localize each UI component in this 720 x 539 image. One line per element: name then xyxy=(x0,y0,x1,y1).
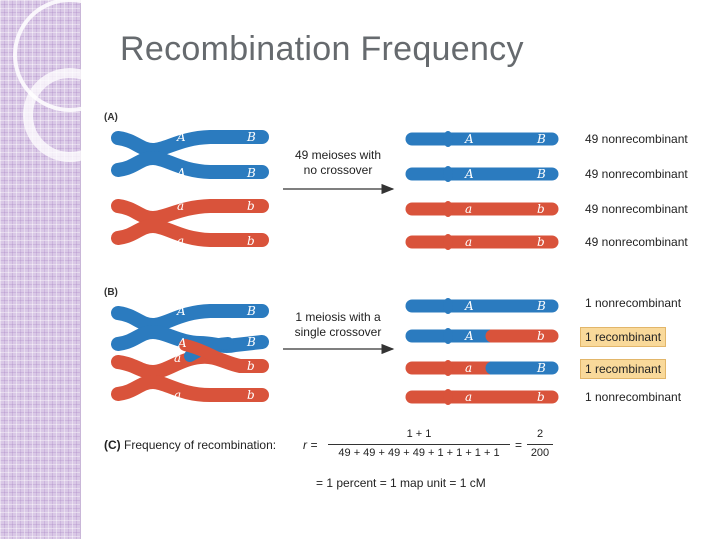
allele-B-b-top: B xyxy=(246,304,256,318)
product-b4-left: a xyxy=(465,390,472,404)
panel-c-label: (C) xyxy=(104,438,121,452)
outcome-label-a2: 49 nonrecombinant xyxy=(585,167,688,181)
formula-simplified-bar xyxy=(527,444,553,445)
formula-variable: r = xyxy=(303,438,318,452)
allele-b-b-bottom: b xyxy=(247,388,255,402)
product-b2-right: b xyxy=(537,329,545,343)
allele-A-top: A xyxy=(176,130,186,144)
panel-a-red-parental: a b a b xyxy=(111,199,269,248)
outcome-label-b3-recombinant: 1 recombinant xyxy=(580,359,667,379)
allele-b-bottom: b xyxy=(247,234,255,248)
allele-A-bottom: A xyxy=(176,166,186,180)
allele-b-b-top: b xyxy=(247,359,255,373)
formula-fraction-bar xyxy=(328,444,510,445)
product-a2-left: A xyxy=(464,167,474,181)
allele-a-b-top: a xyxy=(174,351,181,365)
product-a2-right: B xyxy=(536,167,546,181)
panel-b-label: (B) xyxy=(104,287,118,298)
outcome-label-b2-recombinant: 1 recombinant xyxy=(580,327,667,347)
product-b3-right: B xyxy=(536,361,546,375)
formula-simplified-denominator: 200 xyxy=(530,447,550,459)
product-a4-right: b xyxy=(537,235,545,249)
outcome-label-b1: 1 nonrecombinant xyxy=(585,296,682,310)
product-b2-left: A xyxy=(464,329,474,343)
product-b3-left: a xyxy=(465,361,472,375)
panel-c-heading-text: Frequency of recombination: xyxy=(124,438,277,452)
allele-a-b-bottom: a xyxy=(174,388,181,402)
allele-a-bottom: a xyxy=(177,234,184,248)
decorative-circles xyxy=(13,0,120,162)
panel-b-caption: 1 meiosis with a single crossover xyxy=(294,310,382,339)
outcome-label-a3: 49 nonrecombinant xyxy=(585,202,688,216)
formula-result: = 1 percent = 1 map unit = 1 cM xyxy=(316,476,486,490)
formula-numerator: 1 + 1 xyxy=(406,428,432,440)
formula-equals: = xyxy=(515,438,523,452)
panel-a-caption: 49 meioses with no crossover xyxy=(294,148,382,177)
allele-a-top: a xyxy=(177,199,184,213)
panel-a-products: A B A B a b a b xyxy=(405,131,559,250)
outcome-label-b4: 1 nonrecombinant xyxy=(585,390,682,404)
allele-b-top: b xyxy=(247,199,255,213)
outcome-label-a1: 49 nonrecombinant xyxy=(585,132,688,146)
allele-A-b-bottom: A xyxy=(177,336,187,350)
allele-B-top: B xyxy=(246,130,256,144)
allele-A-b-top: A xyxy=(176,304,186,318)
product-a4-left: a xyxy=(465,235,472,249)
allele-B-bottom: B xyxy=(246,166,256,180)
product-b4-right: b xyxy=(537,390,545,404)
panel-c-heading: (C) Frequency of recombination: xyxy=(104,438,276,452)
formula-denominator: 49 + 49 + 49 + 49 + 1 + 1 + 1 + 1 xyxy=(338,447,500,459)
product-a1-right: B xyxy=(536,132,546,146)
product-b1-right: B xyxy=(536,299,546,313)
panel-a-blue-parental: A B A B xyxy=(111,130,269,180)
panel-b-products: A B A b a B a b xyxy=(405,298,559,405)
outcome-label-a4: 49 nonrecombinant xyxy=(585,235,688,249)
allele-B-b-bottom: B xyxy=(246,335,256,349)
product-a1-left: A xyxy=(464,132,474,146)
product-b1-left: A xyxy=(464,299,474,313)
product-a3-right: b xyxy=(537,202,545,216)
panel-a-label: (A) xyxy=(104,112,118,123)
page-title: Recombination Frequency xyxy=(120,30,524,68)
product-a3-left: a xyxy=(465,202,472,216)
formula-simplified-numerator: 2 xyxy=(536,428,544,440)
